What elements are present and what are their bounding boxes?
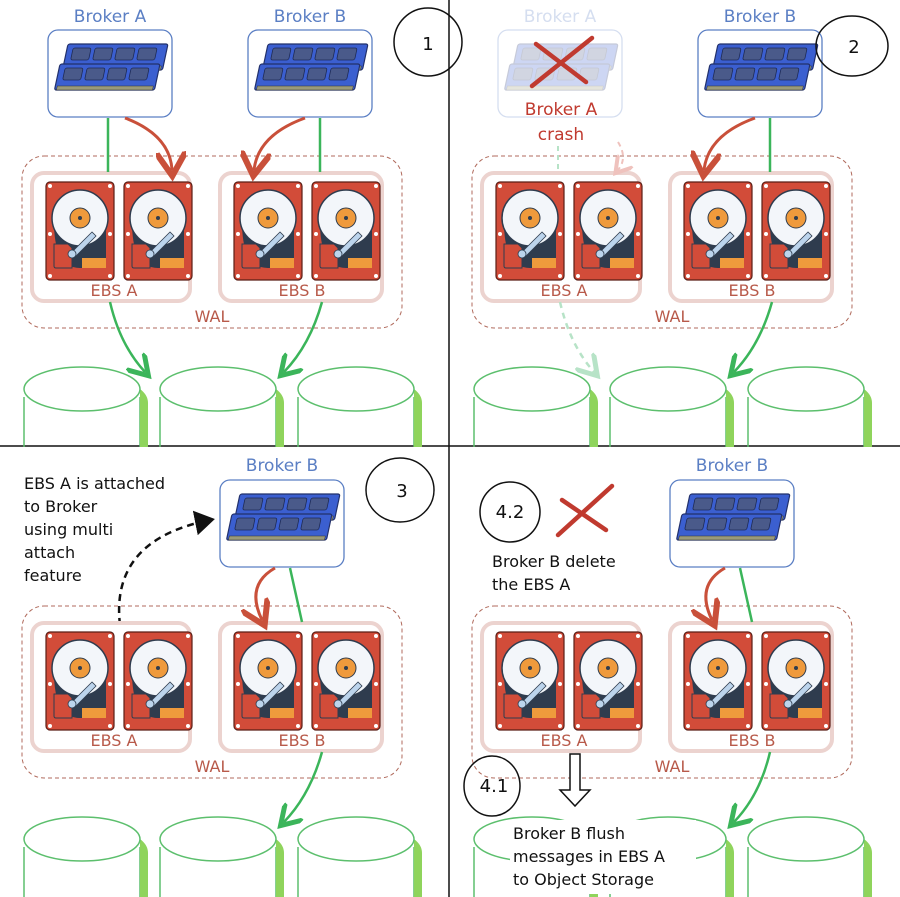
hard-disk-icon <box>683 631 753 731</box>
crash-label-text: crash <box>538 125 584 145</box>
broker-b-label: Broker B <box>274 7 346 27</box>
step-number-4-2: 4.2 <box>496 502 525 523</box>
faded-red-write-arrow <box>618 141 623 170</box>
ram-icon <box>254 44 368 90</box>
ram-icon <box>704 44 818 90</box>
green-upload-arrow <box>108 301 145 372</box>
delete-note: Broker B delete the EBS A <box>492 552 621 594</box>
object-storage-cylinder <box>23 816 149 897</box>
object-storage-cylinder <box>159 816 285 897</box>
step-circle <box>815 15 889 77</box>
object-storage-cylinder <box>609 366 735 448</box>
object-storage-cylinder <box>159 366 285 448</box>
red-write-arrow <box>706 566 726 620</box>
hard-disk-icon <box>311 631 381 731</box>
ebs-b-label: EBS B <box>278 281 325 300</box>
red-write-arrow <box>254 116 306 170</box>
red-write-arrow <box>704 116 756 170</box>
multi-attach-arrow <box>117 510 215 626</box>
step-circle <box>393 7 463 77</box>
flush-note-backdrop <box>510 820 696 894</box>
panel-step-2: Broker A Broker A crash Broker B 2 EBS A… <box>471 7 889 448</box>
ebs-b-label: EBS B <box>728 281 775 300</box>
hard-disk-icon <box>495 181 565 281</box>
hard-disk-icon <box>45 181 115 281</box>
delete-x-icon <box>555 483 615 538</box>
hard-disk-icon <box>495 631 565 731</box>
step-circle-4-2 <box>479 481 541 543</box>
ebs-b-label: EBS B <box>278 731 325 750</box>
wal-label: WAL <box>655 757 690 776</box>
object-storage-cylinder <box>747 366 873 448</box>
ebs-a-label: EBS A <box>541 281 588 300</box>
red-write-arrow <box>124 116 172 170</box>
panel-step-4: 4.2 Broker B delete the EBS A Broker B E… <box>463 456 873 897</box>
hard-disk-icon <box>761 631 831 731</box>
object-storage-cylinder <box>23 366 149 448</box>
panel-step-1: Broker A Broker B 1 EBS A EBS B WAL <box>21 7 463 448</box>
broker-a-label: Broker A <box>74 7 147 27</box>
hard-disk-icon <box>45 631 115 731</box>
crash-label-broker: Broker A <box>525 100 598 120</box>
ram-icon <box>54 44 168 90</box>
wal-group <box>471 155 853 329</box>
ram-icon <box>504 44 618 90</box>
broker-b-label: Broker B <box>246 456 318 476</box>
step-number: 2 <box>848 37 859 58</box>
object-storage-cylinder <box>297 366 423 448</box>
multi-attach-note: EBS A is attached to Broker using multi … <box>24 474 170 585</box>
hard-disk-icon <box>573 181 643 281</box>
flush-down-arrow <box>558 753 592 808</box>
crashed-broker-a: Broker A <box>497 7 623 118</box>
broker-b-label: Broker B <box>696 456 768 476</box>
red-write-arrow <box>256 566 276 620</box>
wal-group <box>471 605 853 779</box>
wal-label: WAL <box>195 307 230 326</box>
object-storage-cylinder <box>297 816 423 897</box>
step-number: 3 <box>396 481 407 502</box>
panel-step-3: EBS A is attached to Broker using multi … <box>21 456 435 897</box>
object-storage-cylinder <box>747 816 873 897</box>
green-connection <box>288 567 304 623</box>
ebs-a-label: EBS A <box>91 281 138 300</box>
hard-disk-icon <box>573 631 643 731</box>
ram-icon <box>226 494 340 540</box>
ram-icon <box>676 494 790 540</box>
wal-label: WAL <box>655 307 690 326</box>
green-upload-arrow <box>284 751 324 822</box>
green-upload-arrow <box>734 301 774 372</box>
green-upload-arrow <box>734 751 772 822</box>
broker-a-label: Broker A <box>524 7 597 27</box>
flush-note: Broker B flush messages in EBS A to Obje… <box>513 824 670 889</box>
hard-disk-icon <box>233 631 303 731</box>
green-connection <box>738 567 754 623</box>
ebs-a-label: EBS A <box>91 731 138 750</box>
object-storage-cylinder <box>473 366 599 448</box>
crash-x-icon <box>529 35 595 89</box>
step-circle <box>365 457 435 523</box>
ebs-a-label: EBS A <box>541 731 588 750</box>
wal-group <box>21 605 403 779</box>
hard-disk-icon <box>761 181 831 281</box>
hard-disk-icon <box>311 181 381 281</box>
step-circle-4-1 <box>463 755 521 817</box>
hard-disk-icon <box>123 181 193 281</box>
hard-disk-icon <box>683 181 753 281</box>
wal-label: WAL <box>195 757 230 776</box>
ebs-b-label: EBS B <box>728 731 775 750</box>
wal-group <box>21 155 403 329</box>
hard-disk-icon <box>123 631 193 731</box>
faded-green-upload-arrow <box>558 301 594 372</box>
green-upload-arrow <box>284 301 324 372</box>
step-number: 1 <box>422 34 433 55</box>
step-number-4-1: 4.1 <box>480 776 509 797</box>
broker-b-label: Broker B <box>724 7 796 27</box>
hard-disk-icon <box>233 181 303 281</box>
